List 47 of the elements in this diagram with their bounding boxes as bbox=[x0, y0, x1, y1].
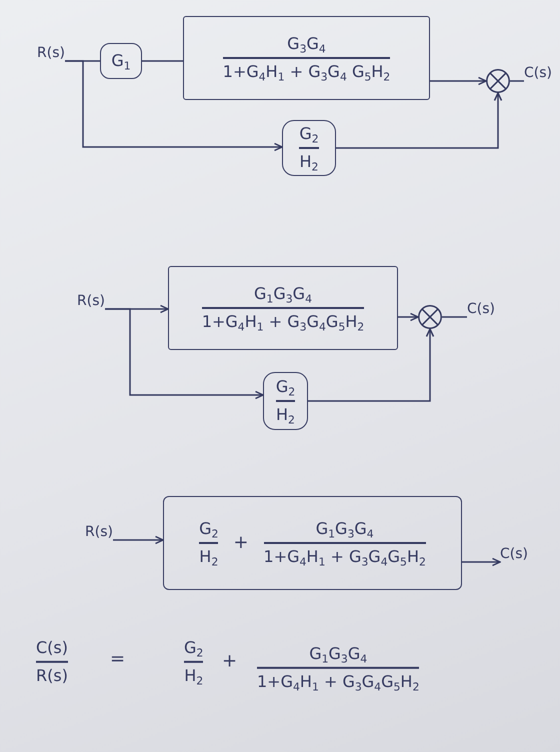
equals-sign: = bbox=[110, 650, 126, 670]
denominator: 1+G$_{4}$H$_{1}$ + G$_{3}$G$_{4}$ G$_{5}$H$_{2}$ bbox=[222, 62, 390, 82]
signal-label: C(s) bbox=[467, 300, 495, 317]
denominator: H$_{2}$ bbox=[199, 548, 218, 566]
signal-arrow bbox=[65, 60, 283, 152]
signal-arrow bbox=[336, 92, 502, 149]
denominator: 1+G$_{4}$H$_{1}$ + G$_{3}$G$_{4}$G$_{5}$H$_{2}$ bbox=[257, 672, 420, 692]
denominator: H$_{2}$ bbox=[300, 152, 318, 172]
transfer-function-block bbox=[282, 120, 336, 176]
plus-sign: + bbox=[233, 532, 249, 554]
signal-arrow bbox=[398, 312, 419, 322]
transfer-function-block bbox=[100, 43, 142, 79]
signal-arrow bbox=[308, 328, 434, 402]
signal-line bbox=[142, 60, 183, 62]
denominator: 1+G$_{4}$H$_{1}$ + G$_{3}$G$_{4}$G$_{5}$H$_{2}$ bbox=[202, 312, 364, 332]
signal-arrow bbox=[430, 76, 487, 86]
numerator: G$_{2}$ bbox=[184, 638, 204, 658]
signal-arrow bbox=[113, 536, 164, 544]
transfer-function-block bbox=[163, 496, 462, 590]
transfer-function-block bbox=[168, 266, 398, 350]
summing-junction bbox=[486, 69, 510, 93]
numerator: G$_{2}$ bbox=[199, 520, 218, 538]
numerator: G$_{3}$G$_{4}$ bbox=[287, 34, 326, 54]
signal-line bbox=[442, 316, 467, 318]
transfer-function-block bbox=[183, 16, 430, 100]
signal-label: R(s) bbox=[85, 524, 113, 540]
numerator: G$_{1}$G$_{3}$G$_{4}$ bbox=[254, 284, 312, 304]
plus-sign: + bbox=[222, 652, 238, 672]
signal-arrow bbox=[105, 308, 264, 400]
signal-arrow bbox=[462, 558, 501, 566]
denominator: 1+G$_{4}$H$_{1}$ + G$_{3}$G$_{4}$G$_{5}$H$_{2}$ bbox=[264, 548, 426, 566]
denominator: H$_{2}$ bbox=[276, 406, 295, 424]
signal-label: C(s) bbox=[500, 546, 528, 562]
signal-label: R(s) bbox=[37, 44, 65, 61]
transfer-function-block bbox=[263, 372, 308, 430]
block-label: G$_{1}$ bbox=[111, 52, 131, 70]
numerator: G$_{1}$G$_{3}$G$_{4}$ bbox=[309, 644, 368, 664]
signal-label: R(s) bbox=[77, 292, 105, 309]
signal-label: C(s) bbox=[524, 64, 552, 81]
numerator: G$_{2}$ bbox=[276, 378, 296, 396]
numerator: G$_{2}$ bbox=[299, 124, 319, 144]
summing-junction bbox=[418, 305, 442, 329]
signal-line bbox=[510, 80, 524, 82]
denominator: R(s) bbox=[36, 666, 68, 686]
denominator: H$_{2}$ bbox=[184, 666, 204, 686]
numerator: C(s) bbox=[36, 638, 68, 658]
numerator: G$_{1}$G$_{3}$G$_{4}$ bbox=[316, 520, 374, 538]
